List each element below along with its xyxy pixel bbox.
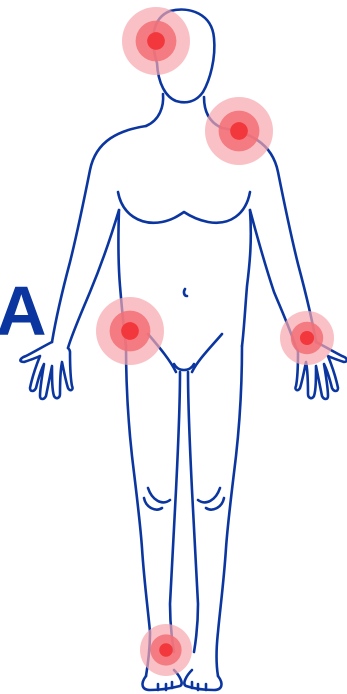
shoulder-pain-point xyxy=(205,97,273,165)
neck-left xyxy=(146,94,163,126)
left-hand-outline xyxy=(20,342,72,399)
right-foot xyxy=(184,670,221,690)
torso-right xyxy=(242,210,251,346)
hip-pain-point xyxy=(96,297,164,365)
right-knee-b xyxy=(206,498,224,510)
left-knee-b xyxy=(144,498,162,510)
head-pain-point xyxy=(122,7,190,75)
left-knee xyxy=(148,488,170,502)
navel xyxy=(184,289,187,296)
ankle-pain-point xyxy=(140,624,192,676)
right-leg-outer xyxy=(217,346,243,676)
right-knee xyxy=(198,488,220,502)
chest-line xyxy=(118,192,250,223)
crotch xyxy=(174,364,194,370)
wrist-pain-point xyxy=(280,311,334,365)
right-leg-inner xyxy=(188,372,198,652)
groin-right xyxy=(192,334,222,372)
left-leg-inner xyxy=(170,372,180,652)
left-leg-outer xyxy=(126,346,150,676)
